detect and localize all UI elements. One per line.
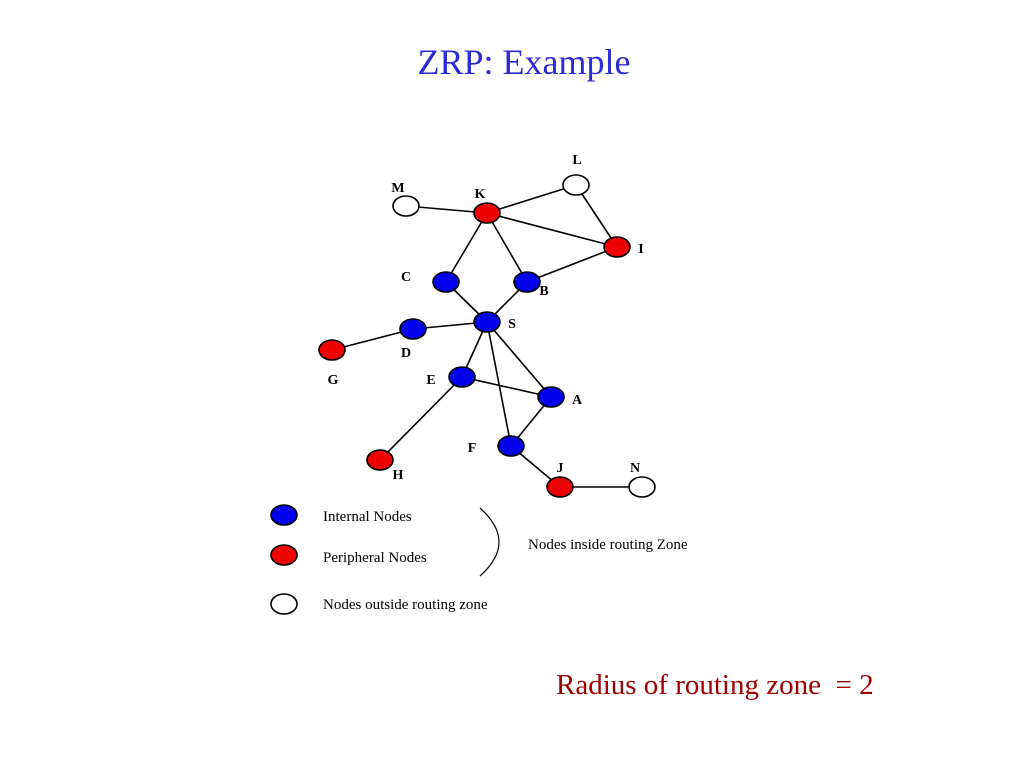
node-label-h: H bbox=[393, 468, 404, 483]
edge-l-i bbox=[575, 184, 618, 248]
node-s bbox=[473, 311, 501, 333]
node-label-d: D bbox=[401, 346, 411, 361]
node-label-k: K bbox=[475, 187, 486, 202]
node-layer bbox=[318, 174, 656, 498]
edge-k-l bbox=[486, 184, 577, 214]
node-label-e: E bbox=[426, 373, 435, 388]
edge-k-i bbox=[486, 212, 618, 248]
node-l bbox=[562, 174, 590, 196]
legend-zone-label: Nodes inside routing Zone bbox=[528, 537, 688, 553]
node-a bbox=[537, 386, 565, 408]
node-label-i: I bbox=[638, 242, 643, 257]
node-k bbox=[473, 202, 501, 224]
node-c bbox=[432, 271, 460, 293]
edge-e-a bbox=[461, 376, 552, 398]
node-label-l: L bbox=[572, 153, 581, 168]
edge-b-i bbox=[526, 246, 618, 283]
edge-k-c bbox=[445, 212, 488, 283]
node-h bbox=[366, 449, 394, 471]
edge-s-f bbox=[486, 321, 512, 447]
legend-outside-swatch bbox=[270, 593, 298, 615]
node-j bbox=[546, 476, 574, 498]
legend-internal-swatch bbox=[270, 504, 298, 526]
legend-zone-brace bbox=[479, 507, 500, 577]
node-g bbox=[318, 339, 346, 361]
legend-peripheral-label: Peripheral Nodes bbox=[323, 550, 427, 566]
node-label-j: J bbox=[557, 461, 564, 476]
edge-e-h bbox=[379, 376, 463, 461]
legend-internal-label: Internal Nodes bbox=[323, 509, 412, 525]
radius-note: Radius of routing zone = 2 bbox=[556, 669, 874, 701]
node-label-n: N bbox=[630, 461, 640, 476]
node-m bbox=[392, 195, 420, 217]
slide-title: ZRP: Example bbox=[417, 42, 631, 82]
node-f bbox=[497, 435, 525, 457]
node-e bbox=[448, 366, 476, 388]
node-label-f: F bbox=[468, 441, 477, 456]
node-label-layer: S C B DE A F K I G H J L M N bbox=[328, 153, 644, 483]
node-label-a: A bbox=[572, 393, 583, 408]
edge-s-a bbox=[486, 321, 552, 398]
node-label-m: M bbox=[391, 181, 404, 196]
node-b bbox=[513, 271, 541, 293]
node-label-g: G bbox=[328, 373, 339, 388]
edge-k-b bbox=[486, 212, 528, 283]
legend-peripheral-swatch bbox=[270, 544, 298, 566]
node-d bbox=[399, 318, 427, 340]
node-label-b: B bbox=[539, 284, 548, 299]
legend: Internal Nodes Peripheral Nodes Nodes ou… bbox=[270, 504, 688, 615]
node-n bbox=[628, 476, 656, 498]
edge-d-g bbox=[331, 328, 414, 351]
node-i bbox=[603, 236, 631, 258]
edge-layer bbox=[331, 184, 642, 488]
node-label-s: S bbox=[508, 317, 516, 332]
node-label-c: C bbox=[401, 270, 411, 285]
legend-outside-label: Nodes outside routing zone bbox=[323, 597, 488, 613]
